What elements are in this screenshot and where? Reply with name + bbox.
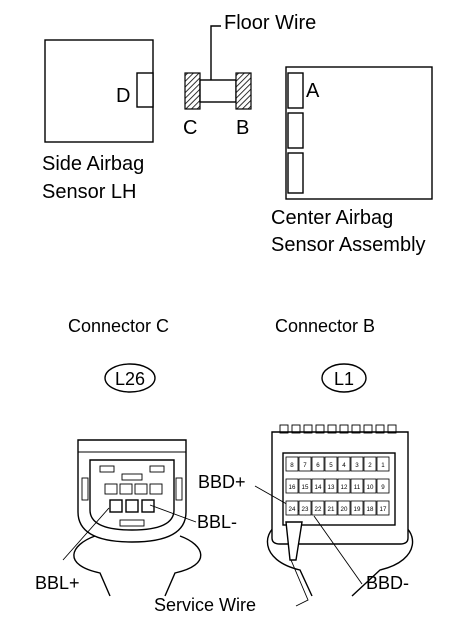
pin-d-label: D bbox=[116, 85, 130, 107]
connector-b-pin-cell bbox=[324, 478, 338, 494]
connector-b-pin-number: 1 bbox=[381, 462, 385, 469]
connector-b-pin-number: 8 bbox=[290, 462, 294, 469]
connector-c-title: Connector C bbox=[68, 316, 169, 336]
connector-b-pin-cell bbox=[363, 478, 377, 494]
floor-wire-label: Floor Wire bbox=[224, 12, 316, 34]
connector-b-pin-cell bbox=[337, 500, 351, 516]
floor-wire-body bbox=[199, 79, 237, 103]
bbl-minus-leader bbox=[149, 504, 197, 523]
bbd-minus-leader bbox=[313, 515, 363, 585]
connector-b-pin-number: 6 bbox=[316, 462, 320, 469]
connector-b-pin-cell bbox=[298, 456, 312, 472]
connector-b-pin-cell bbox=[285, 478, 299, 494]
connector-b-pin-number: 4 bbox=[342, 462, 346, 469]
side-airbag-sensor-lh: D Side Airbag Sensor LH bbox=[42, 39, 154, 203]
connector-b-pin-number: 21 bbox=[328, 506, 335, 513]
connector-b-pin-number: 3 bbox=[355, 462, 359, 469]
pin-b-label: B bbox=[236, 117, 249, 139]
connector-b-pin-cell bbox=[311, 500, 325, 516]
connector-b-pin-number: 14 bbox=[315, 484, 322, 491]
connector-b-pin-number: 2 bbox=[368, 462, 372, 469]
side-sensor-label-line2: Sensor LH bbox=[42, 181, 137, 203]
connector-b-pin-cell bbox=[285, 456, 299, 472]
connector-b-pin-number: 5 bbox=[329, 462, 333, 469]
connector-c-code-badge: L26 bbox=[104, 363, 156, 393]
connector-b-pin-number: 22 bbox=[315, 506, 322, 513]
connector-b-pin-cell bbox=[298, 478, 312, 494]
connector-b-title: Connector B bbox=[275, 316, 375, 336]
connector-b-pin-cell bbox=[324, 456, 338, 472]
center-sensor-label-line2: Sensor Assembly bbox=[271, 234, 426, 256]
connector-b-pin-cell bbox=[376, 456, 390, 472]
connector-b-pin-number: 11 bbox=[354, 484, 361, 491]
center-airbag-sensor-assembly: A Center Airbag Sensor Assembly bbox=[271, 66, 433, 256]
connector-c-drawing bbox=[73, 439, 202, 597]
floor-wire: Floor Wire C B bbox=[183, 12, 316, 139]
connector-b-pin-number: 17 bbox=[380, 506, 387, 513]
pin-a-label: A bbox=[306, 80, 320, 102]
connector-b-pin-number: 18 bbox=[367, 506, 374, 513]
bbd-plus-label: BBD+ bbox=[198, 472, 246, 492]
connector-b-pin-number: 16 bbox=[289, 484, 296, 491]
connector-b-pin-cell bbox=[324, 500, 338, 516]
connector-b-pin-cell bbox=[337, 478, 351, 494]
connector-b-pin-number: 9 bbox=[381, 484, 385, 491]
connector-b-pin-number: 24 bbox=[289, 506, 296, 513]
connector-b-pin-number: 15 bbox=[302, 484, 309, 491]
connector-b-pin-number: 20 bbox=[341, 506, 348, 513]
connector-c-plug bbox=[184, 72, 201, 110]
connector-b-pin-cell bbox=[376, 500, 390, 516]
connector-b-pin-cell bbox=[376, 478, 390, 494]
connector-b-pin-number: 19 bbox=[354, 506, 361, 513]
connector-b-pin-cell bbox=[311, 478, 325, 494]
connector-b-tabs bbox=[279, 424, 397, 434]
connector-b-pin-cell bbox=[350, 456, 364, 472]
connector-b-pin-cell bbox=[285, 500, 299, 516]
service-wire-leader bbox=[290, 559, 309, 607]
connector-b-pin-cell bbox=[363, 456, 377, 472]
connector-b-pin-number: 23 bbox=[302, 506, 309, 513]
connector-b-pin-cell bbox=[298, 500, 312, 516]
connector-b-pin-cell bbox=[350, 478, 364, 494]
center-sensor-label-line1: Center Airbag bbox=[271, 207, 393, 229]
connector-b-code-badge: L1 bbox=[321, 363, 367, 393]
bbl-plus-label: BBL+ bbox=[35, 573, 80, 593]
connector-b-code: L1 bbox=[334, 369, 354, 389]
bbl-plus-leader bbox=[62, 507, 110, 561]
pin-c-label: C bbox=[183, 117, 197, 139]
bbl-minus-label: BBL- bbox=[197, 512, 237, 532]
bbd-minus-label: BBD- bbox=[366, 573, 409, 593]
connector-b-pin-number: 12 bbox=[341, 484, 348, 491]
connector-b-pin-cell bbox=[337, 456, 351, 472]
connector-b-pin-cell bbox=[363, 500, 377, 516]
connector-b-pin-number: 13 bbox=[328, 484, 335, 491]
connector-c-code: L26 bbox=[115, 369, 145, 389]
side-sensor-label-line1: Side Airbag bbox=[42, 153, 144, 175]
service-wire-label: Service Wire bbox=[154, 595, 256, 615]
connector-b-pin-number: 7 bbox=[303, 462, 307, 469]
connector-b-pin-cell bbox=[311, 456, 325, 472]
connector-b-pin-cell bbox=[350, 500, 364, 516]
connector-b-pin-number: 10 bbox=[367, 484, 374, 491]
connector-b-plug bbox=[235, 72, 252, 110]
